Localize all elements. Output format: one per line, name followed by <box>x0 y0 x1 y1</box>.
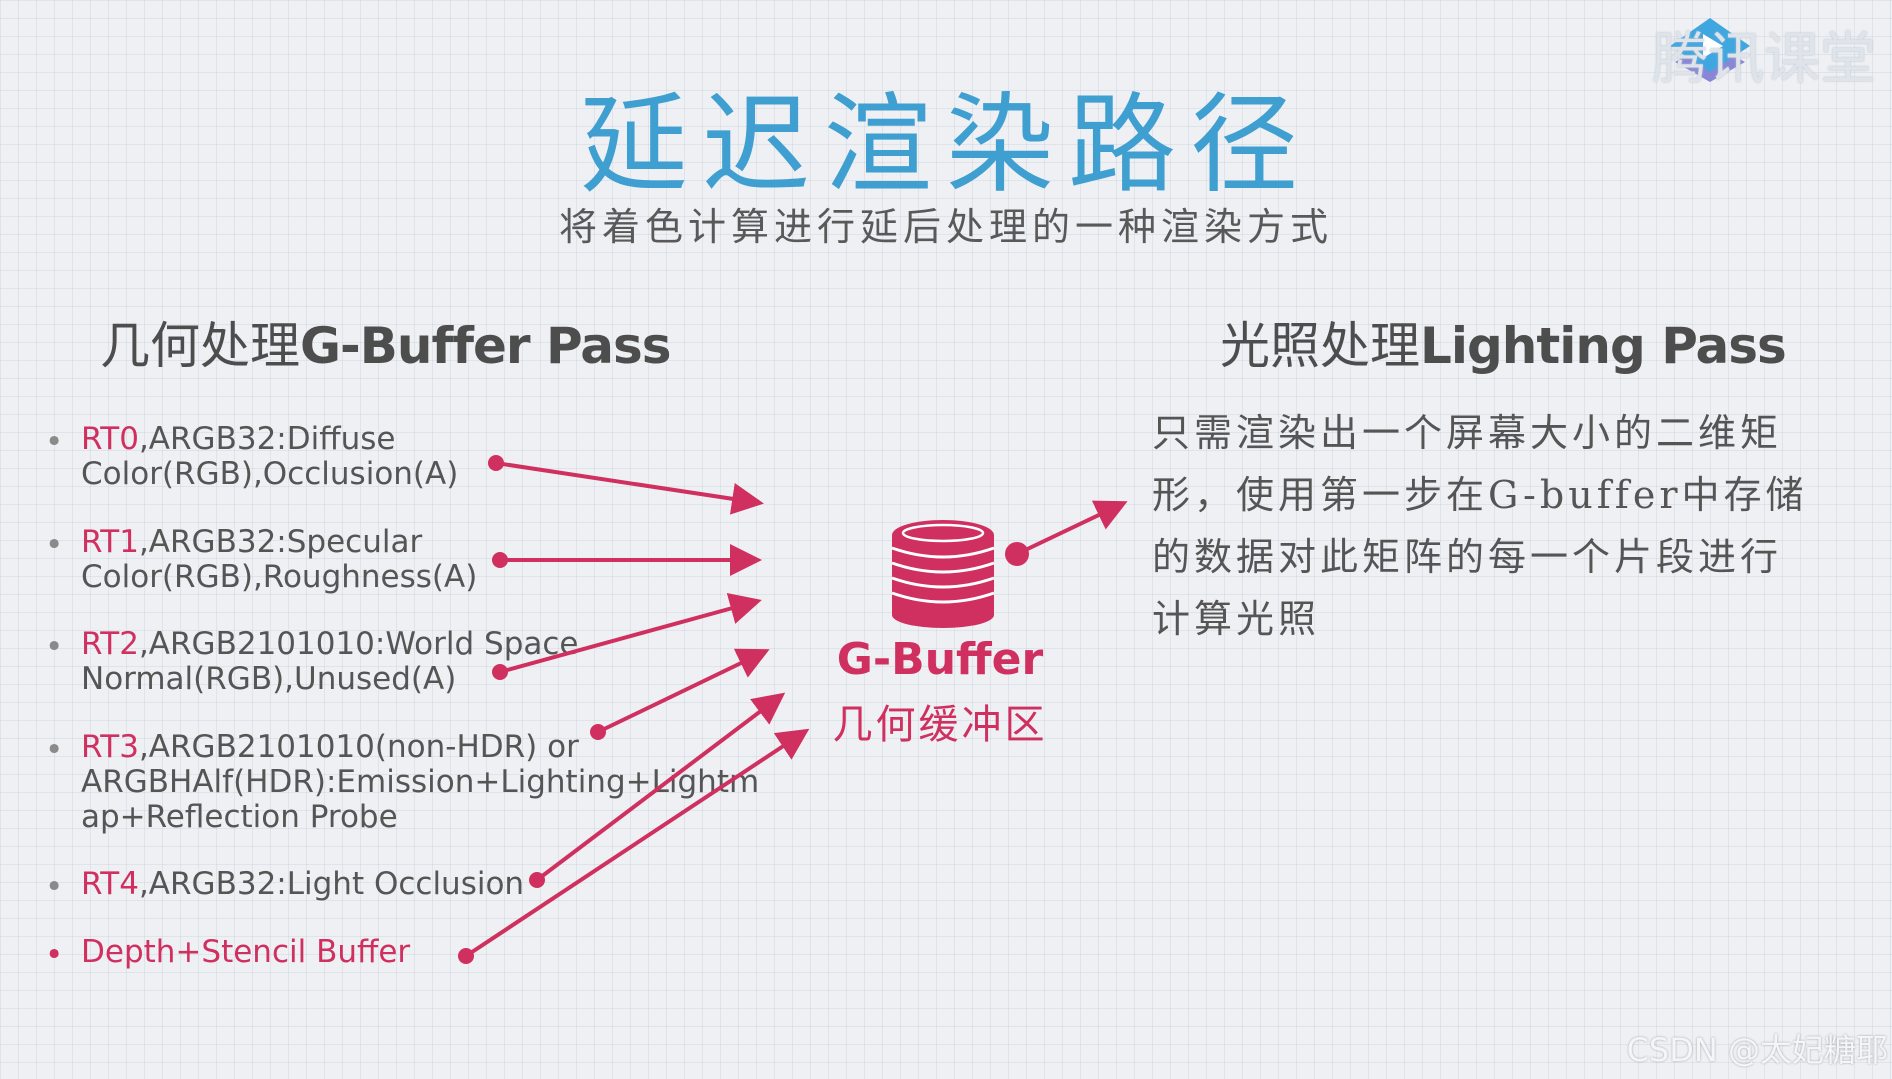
list-item-text-line3: ap+Reflection Probe <box>81 799 398 835</box>
list-item-text-line2: ARGBHAlf(HDR):Emission+Lighting+Lightm <box>81 764 760 800</box>
list-bullet: • <box>45 869 64 905</box>
arrow-depth-stencil <box>464 728 810 958</box>
list-bullet: • <box>45 527 64 563</box>
list-item-key: RT3 <box>81 729 139 765</box>
play-icon <box>1670 18 1750 82</box>
gbuffer-pass-heading-cn: 几何处理 <box>100 317 300 375</box>
lighting-pass-description: 只需渲染出一个屏幕大小的二维矩形，使用第一步在G-buffer中存储的数据对此矩… <box>1152 411 1808 641</box>
lighting-pass-heading-cn: 光照处理 <box>1220 317 1420 375</box>
database-icon <box>891 520 995 628</box>
list-item-depth-stencil: Depth+Stencil Buffer <box>81 935 781 970</box>
list-item-key: RT2 <box>81 626 139 662</box>
list-item-rt4: RT4,ARGB32:Light Occlusion <box>81 867 781 902</box>
list-bullet: • <box>45 424 64 460</box>
gbuffer-label: G-Buffer <box>836 634 1044 685</box>
list-item-text: ,ARGB2101010(non-HDR) or <box>138 729 579 765</box>
lighting-pass-heading-en: Lighting Pass <box>1420 317 1787 375</box>
lighting-pass-heading: 光照处理Lighting Pass <box>1220 306 1787 378</box>
tencent-classroom-logo <box>1670 18 1750 82</box>
list-item-rt2: RT2,ARGB2101010:World Space Normal(RGB),… <box>81 627 781 697</box>
list-item-text: ,ARGB32:Diffuse <box>138 421 396 457</box>
list-item-text-line2: Color(RGB),Occlusion(A) <box>81 456 459 492</box>
list-item-rt1: RT1,ARGB32:Specular Color(RGB),Roughness… <box>81 525 781 595</box>
arrow-rt2 <box>499 593 762 674</box>
arrow-rt3 <box>597 648 770 734</box>
arrow-to-lighting <box>1016 500 1128 556</box>
page-subtitle: 将着色计算进行延后处理的一种渲染方式 <box>558 205 1333 249</box>
arrow-rt4 <box>535 692 786 882</box>
gbuffer-label-cn: 几何缓冲区 <box>832 702 1048 748</box>
list-item-rt0: RT0,ARGB32:Diffuse Color(RGB),Occlusion(… <box>81 422 781 492</box>
csdn-watermark: CSDN @太妃糖耶 <box>1626 1031 1888 1069</box>
list-item-text: ,ARGB32:Specular <box>138 524 423 560</box>
list-bullet: • <box>45 732 64 768</box>
list-item-key: RT4 <box>81 866 139 902</box>
list-item-text: ,ARGB32:Light Occlusion <box>138 866 525 902</box>
list-item-rt3: RT3,ARGB2101010(non-HDR) or ARGBHAlf(HDR… <box>81 730 781 835</box>
list-item-text-line2: Color(RGB),Roughness(A) <box>81 559 478 595</box>
list-bullet: • <box>45 937 64 973</box>
list-item-text-line2: Normal(RGB),Unused(A) <box>81 661 457 697</box>
list-item-key: RT0 <box>81 421 139 457</box>
gbuffer-pass-heading-en: G-Buffer Pass <box>300 317 672 375</box>
list-item-text: ,ARGB2101010:World Space <box>138 626 579 662</box>
list-bullet: • <box>45 629 64 665</box>
list-item-key: Depth+Stencil Buffer <box>81 934 411 970</box>
arrow-rt0 <box>495 461 764 515</box>
page-title: 延迟渲染路径 <box>579 83 1312 208</box>
list-item-key: RT1 <box>81 524 139 560</box>
gbuffer-pass-heading: 几何处理G-Buffer Pass <box>100 306 672 378</box>
logo-text: 腾讯课堂 <box>1652 27 1876 92</box>
